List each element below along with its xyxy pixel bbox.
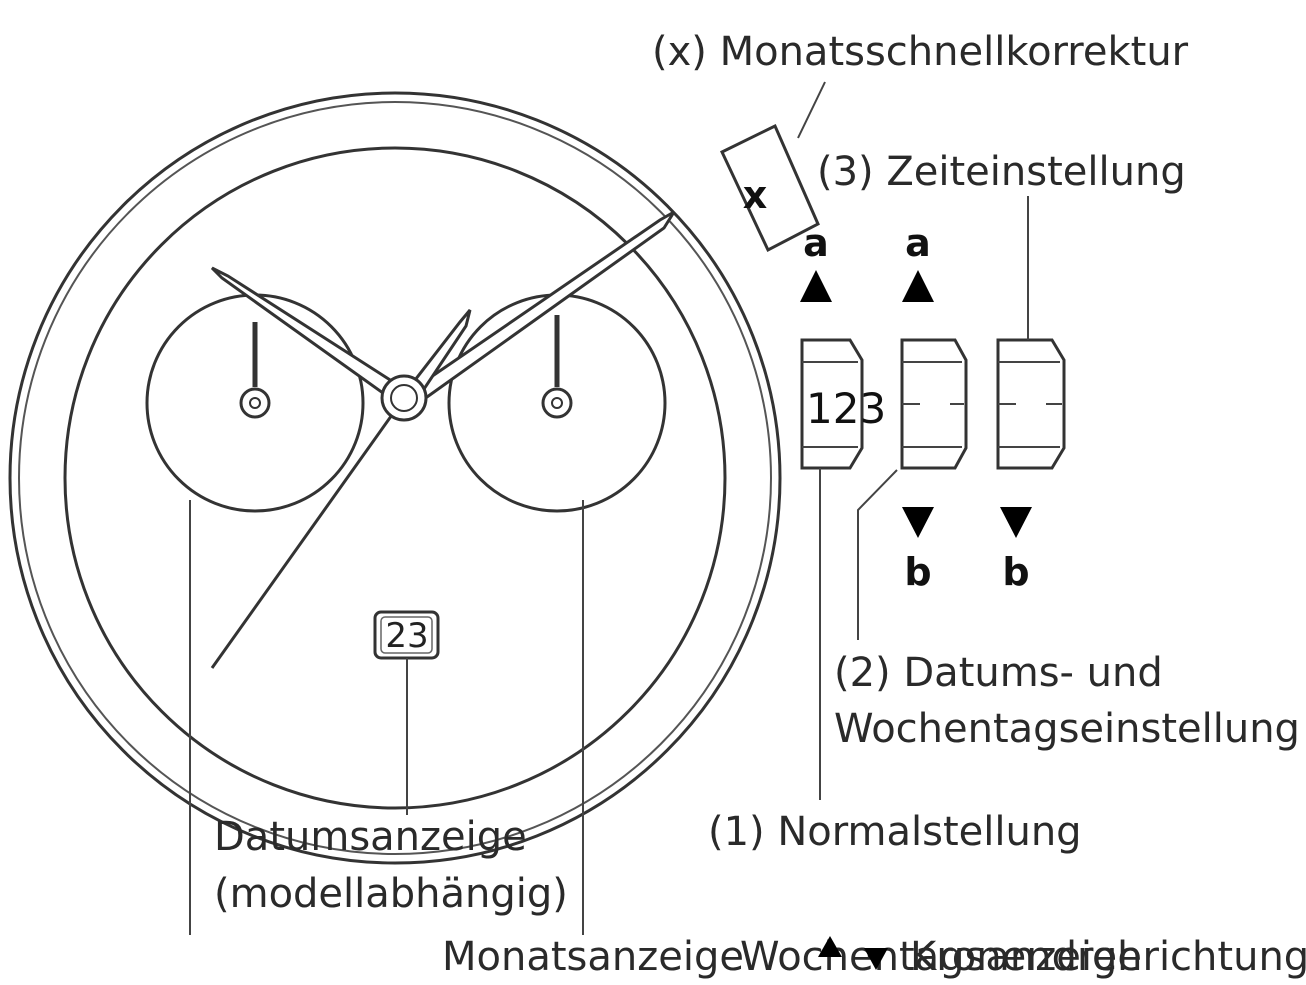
- date-window-number: 23: [385, 616, 428, 656]
- triangle-down-icon: [902, 507, 934, 538]
- label-normal-position: (1) Normalstellung: [708, 809, 1082, 855]
- label-weekday-display: Wochentagsanzeige: [740, 934, 1142, 980]
- marker-b-1: b: [904, 550, 931, 594]
- marker-x: x: [743, 173, 768, 217]
- marker-b-2: b: [1002, 550, 1029, 594]
- legend-triangle-up-icon: [818, 936, 842, 957]
- label-date-display-1: Datumsanzeige: [214, 814, 527, 860]
- crown-position-1: [800, 338, 864, 470]
- label-date-display-2: (modellabhängig): [214, 871, 568, 917]
- watch-hands: [210, 210, 676, 669]
- label-month-display: Monatsanzeige: [442, 934, 744, 980]
- marker-a-1: a: [803, 221, 829, 265]
- month-correction-pusher: [720, 81, 826, 253]
- label-date-weekday-setting-1: (2) Datums- und: [834, 650, 1163, 696]
- label-time-setting: (3) Zeiteinstellung: [817, 149, 1186, 195]
- label-month-quick-correction: (x) Monatsschnellkorrektur: [652, 29, 1189, 75]
- label-crown-direction: Kronendrehrichtung: [910, 934, 1306, 980]
- leader-lines: [189, 196, 1029, 935]
- crown-position-numbers: 123: [806, 384, 886, 433]
- triangle-down-icon: [1000, 507, 1032, 538]
- triangle-up-icon: [800, 270, 832, 302]
- label-date-weekday-setting-2: Wochentagseinstellung: [834, 706, 1300, 752]
- legend-triangle-down-icon: [864, 948, 888, 970]
- watch-case: [8, 91, 782, 865]
- date-window: 23: [373, 610, 440, 660]
- marker-a-2: a: [905, 221, 931, 265]
- triangle-up-icon: [902, 270, 934, 302]
- crown-position-2: [900, 338, 968, 470]
- crown-position-3: [996, 338, 1066, 470]
